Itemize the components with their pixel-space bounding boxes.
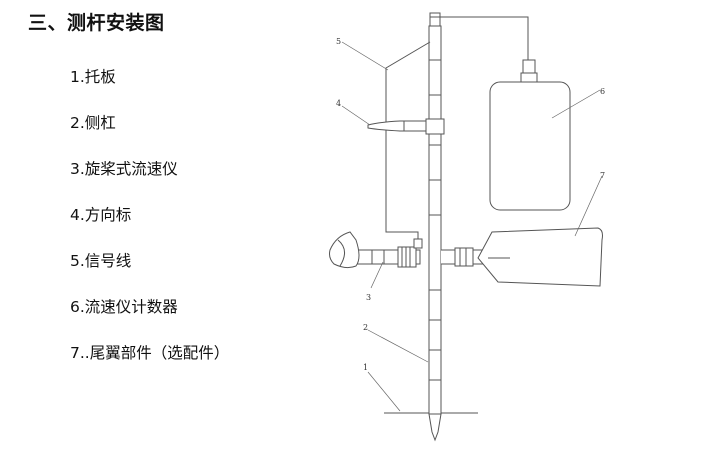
installation-diagram: 1 2 3 4 5 6 7 <box>329 12 605 442</box>
tail-fin <box>477 227 603 287</box>
list-item: 4.方向标 <box>70 206 132 224</box>
rod-tip <box>428 413 442 442</box>
page-title: 三、测杆安装图 <box>28 12 165 34</box>
callout-label: 7 <box>600 171 605 180</box>
list-item: 6.流速仪计数器 <box>70 298 178 316</box>
rod-top-cap <box>429 12 441 27</box>
callout-label: 3 <box>366 293 371 302</box>
list-item: 1.托板 <box>70 68 116 86</box>
list-item: 5.信号线 <box>70 252 132 270</box>
signal-wire-left <box>385 41 431 240</box>
velocity-counter <box>489 81 571 211</box>
list-item: 2.侧杠 <box>70 114 116 132</box>
signal-wire-top <box>440 16 529 60</box>
list-item: 3.旋桨式流速仪 <box>70 160 178 178</box>
list-item: 7..尾翼部件（选配件） <box>70 344 230 362</box>
callout-label: 6 <box>600 87 605 96</box>
direction-vane <box>367 120 433 132</box>
callout-label: 1 <box>363 363 368 372</box>
callout-label: 5 <box>336 37 341 46</box>
callout-label: 2 <box>363 323 368 332</box>
callout-label: 4 <box>336 99 341 108</box>
parts-list: 1.托板 2.侧杠 3.旋桨式流速仪 4.方向标 5.信号线 6.流速仪计数器 … <box>70 62 229 384</box>
measuring-rod <box>428 25 442 415</box>
